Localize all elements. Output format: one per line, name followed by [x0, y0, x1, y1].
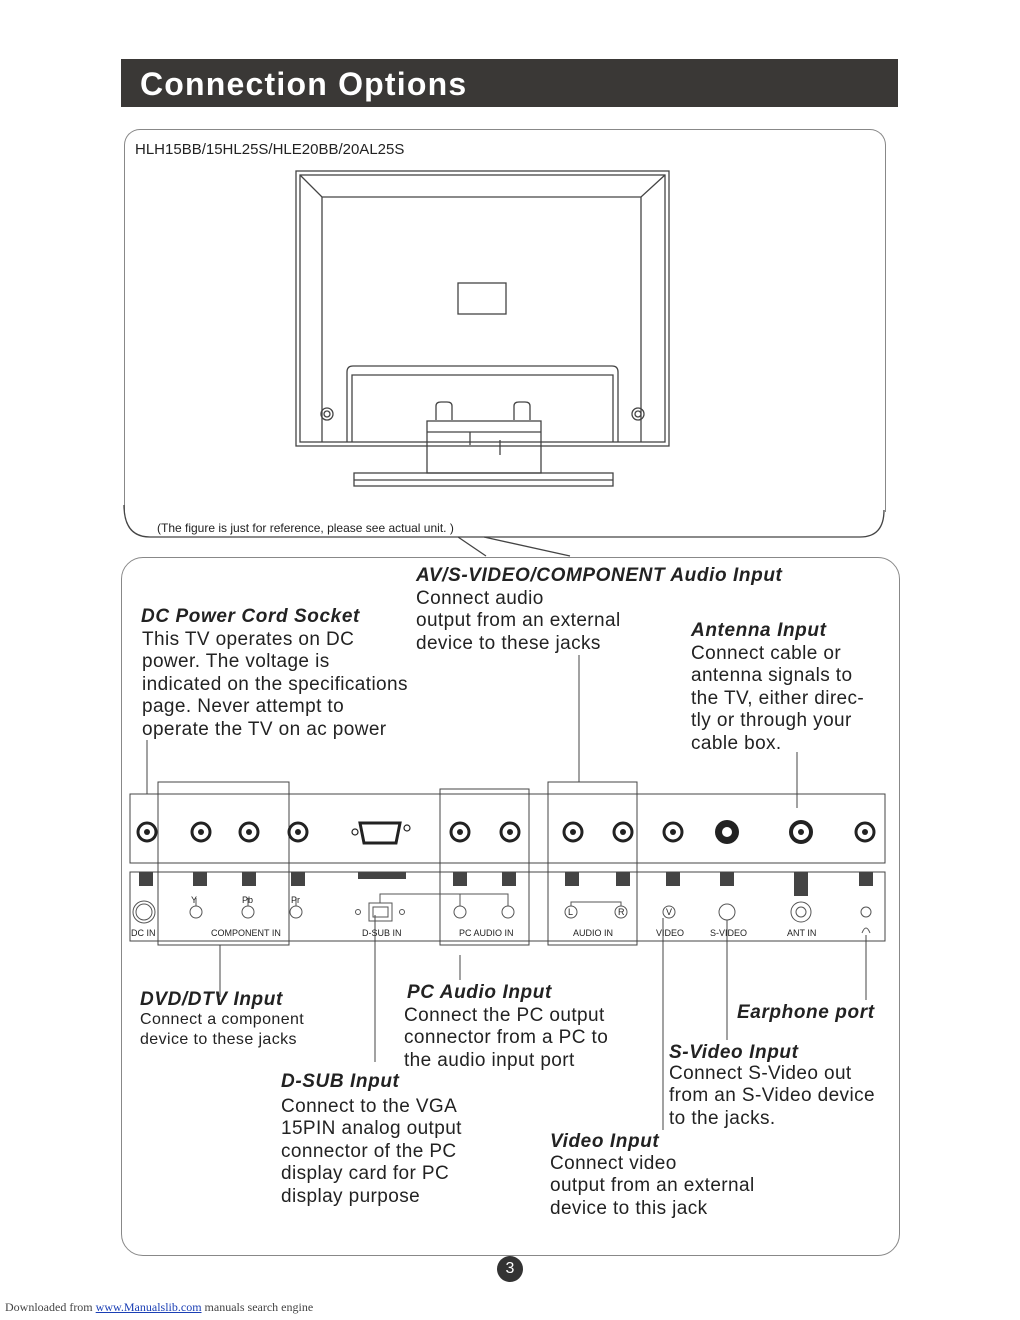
footer: Downloaded from www.Manualslib.com manua…	[5, 1300, 313, 1315]
jack-label-r: R	[618, 907, 625, 917]
earphone-title: Earphone port	[737, 1002, 875, 1023]
av-input-title: AV/S-VIDEO/COMPONENT Audio Input	[416, 565, 783, 586]
video-input-title: Video Input	[550, 1131, 660, 1152]
figure-frame	[124, 129, 886, 512]
label-dc-in: DC IN	[131, 928, 156, 938]
vga-connector-icon	[351, 821, 411, 845]
page-number: 3	[497, 1256, 523, 1282]
connections-frame	[121, 557, 900, 1256]
jack-label-pb: Pb	[242, 895, 254, 905]
s-video-title: S-Video Input	[669, 1042, 799, 1063]
jack-label-pr: Pr	[291, 895, 300, 905]
footer-suffix: manuals search engine	[201, 1300, 314, 1314]
rca-jacks-top-row	[136, 821, 876, 843]
label-ant-in: ANT IN	[787, 928, 817, 938]
label-audio-in: AUDIO IN	[573, 928, 614, 938]
footer-link[interactable]: www.Manualslib.com	[95, 1300, 202, 1314]
label-s-video: S-VIDEO	[710, 928, 748, 938]
pc-audio-body: Connect the PC output connector from a P…	[404, 1005, 609, 1071]
dsub-title: D-SUB Input	[281, 1071, 400, 1092]
tv-rear-illustration	[123, 170, 885, 557]
lower-jacks	[132, 893, 872, 934]
connector-bodies	[139, 872, 873, 896]
jack-label-l: L	[568, 907, 574, 917]
s-video-body: Connect S-Video out from an S-Video devi…	[669, 1063, 875, 1129]
page-title: Connection Options	[140, 66, 468, 102]
antenna-input-body: Connect cable or antenna signals to the …	[691, 643, 865, 754]
footer-prefix: Downloaded from	[5, 1300, 96, 1314]
label-pc-audio-in: PC AUDIO IN	[459, 928, 514, 938]
antenna-input-title: Antenna Input	[691, 620, 827, 641]
dvd-dtv-body: Connect a component device to these jack…	[140, 1011, 305, 1048]
page-title-bar: Connection Options	[121, 59, 898, 107]
svideo-connector-icon	[715, 820, 739, 844]
antenna-connector-icon	[789, 820, 813, 844]
jack-label-y: Y	[191, 895, 198, 905]
pc-audio-title: PC Audio Input	[407, 982, 552, 1003]
label-component-in: COMPONENT IN	[211, 928, 281, 938]
dsub-body: Connect to the VGA 15PIN analog output c…	[281, 1096, 462, 1207]
video-input-body: Connect video output from an external de…	[550, 1153, 755, 1219]
label-dsub-in: D-SUB IN	[362, 928, 402, 938]
jack-label-v: V	[666, 907, 673, 917]
av-input-body: Connect audio output from an external de…	[416, 588, 621, 654]
model-number: HLH15BB/15HL25S/HLE20BB/20AL25S	[135, 141, 405, 158]
dc-power-title: DC Power Cord Socket	[141, 606, 360, 627]
label-video: VIDEO	[656, 928, 685, 938]
dc-power-body: This TV operates on DC power. The voltag…	[142, 629, 408, 740]
figure-caption: (The figure is just for reference, pleas…	[157, 521, 454, 535]
dvd-dtv-title: DVD/DTV Input	[140, 989, 283, 1010]
